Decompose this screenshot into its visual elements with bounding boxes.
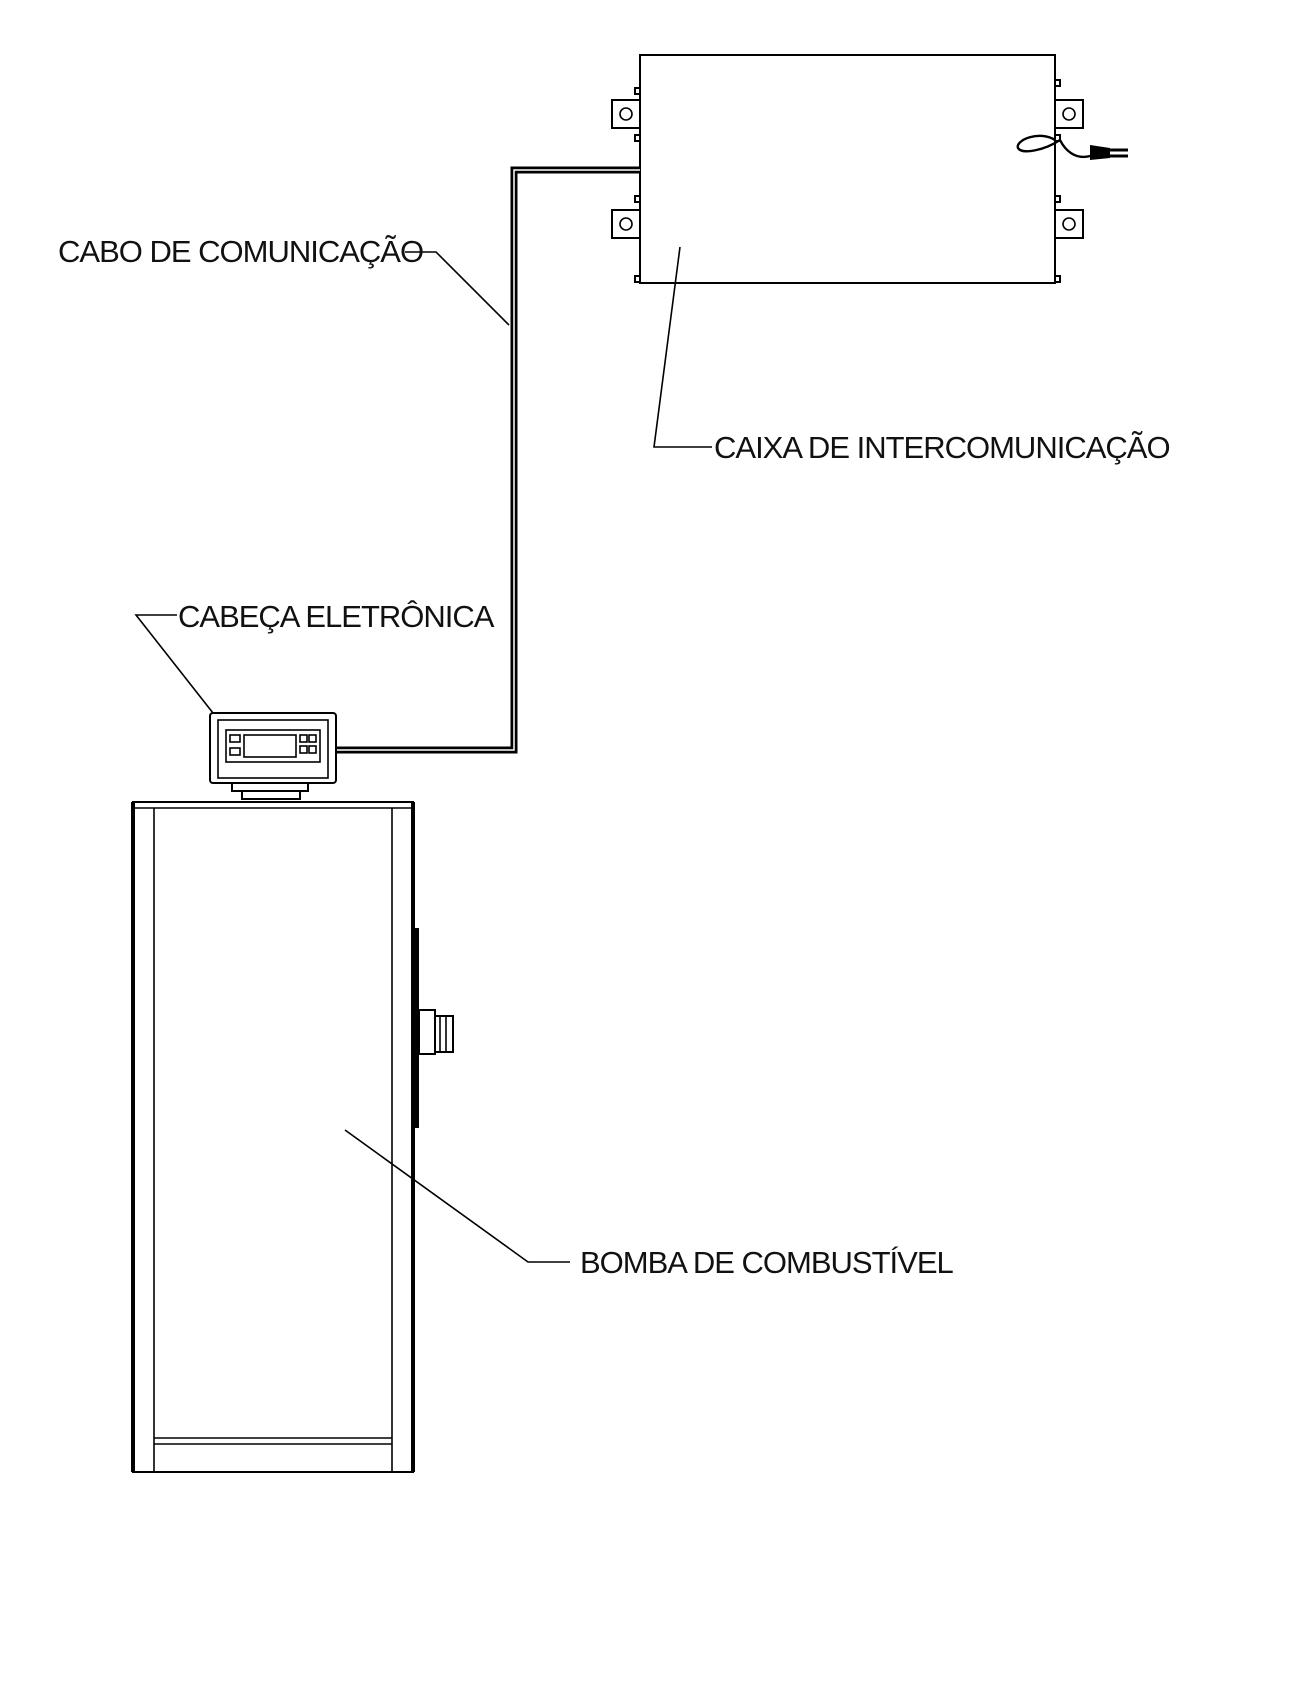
intercom-box-label: CAIXA DE INTERCOMUNICAÇÃO xyxy=(714,430,1170,465)
fuel-pump xyxy=(131,801,454,1473)
leader-lines xyxy=(134,246,712,1263)
intercom-box xyxy=(611,54,1084,284)
power-cord-icon xyxy=(1016,134,1128,160)
fuel-pump-label: BOMBA DE COMBUSTÍVEL xyxy=(580,1245,954,1280)
cable-label: CABO DE COMUNICAÇÃO xyxy=(58,234,423,269)
communication-cable xyxy=(336,166,640,754)
electronic-head xyxy=(209,712,337,800)
electronic-head-label: CABEÇA ELETRÔNICA xyxy=(178,599,495,634)
